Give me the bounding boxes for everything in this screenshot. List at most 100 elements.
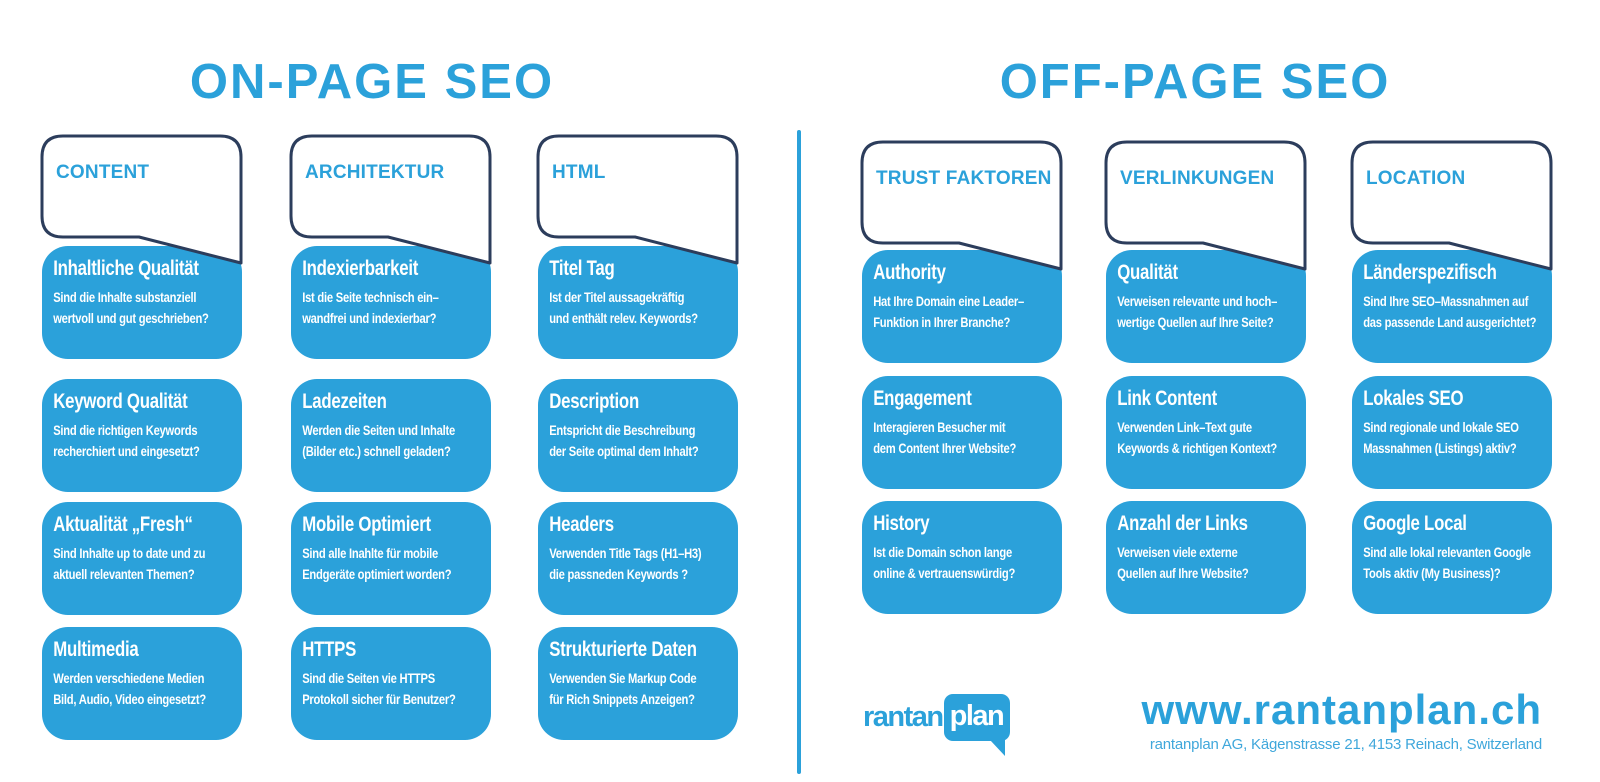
card-inhaltliche-qualitaet: Inhaltliche Qualität Sind die Inhalte su… (42, 246, 242, 359)
speech-bubble-icon (289, 134, 492, 265)
card-title: Aktualität „Fresh“ (53, 513, 193, 536)
card-text-line: aktuell relevanten Themen? (53, 566, 195, 582)
card-text-line: Hat Ihre Domain eine Leader– (873, 293, 1024, 309)
speech-bubble-icon (860, 140, 1063, 271)
column-trust-faktoren: TRUST FAKTOREN Authority Hat Ihre Domain… (860, 0, 1064, 782)
card-title: Strukturierte Daten (549, 638, 697, 661)
speech-bubble-header: HTML (536, 134, 740, 268)
card-text-line: Ist die Domain schon lange (873, 544, 1012, 560)
card-text-line: wertige Quellen auf Ihre Seite? (1117, 314, 1274, 330)
card-text-line: Sind alle lokal relevanten Google (1363, 544, 1531, 560)
card-title: Headers (549, 513, 614, 536)
column-html: HTML Titel Tag Ist der Titel aussagekräf… (536, 0, 740, 782)
column-header-label: ARCHITEKTUR (305, 162, 445, 183)
speech-bubble-icon (536, 134, 739, 265)
card-title: Inhaltliche Qualität (53, 257, 199, 280)
vertical-divider (797, 130, 801, 774)
card-text-line: Massnahmen (Listings) aktiv? (1363, 440, 1517, 456)
card-headers: Headers Verwenden Title Tags (H1–H3) die… (538, 502, 738, 615)
website-link[interactable]: www.rantanplan.ch (1141, 686, 1542, 733)
card-title: Mobile Optimiert (302, 513, 431, 536)
rantanplan-logo: rantan plan (863, 694, 1011, 756)
card-title: Engagement (873, 387, 972, 410)
card-multimedia: Multimedia Werden verschiedene Medien Bi… (42, 627, 242, 740)
speech-bubble-header: VERLINKUNGEN (1104, 140, 1308, 274)
speech-bubble-icon (40, 134, 243, 265)
card-google-local: Google Local Sind alle lokal relevanten … (1352, 501, 1552, 614)
card-text-line: Entspricht die Beschreibung (549, 422, 696, 438)
card-keyword-qualitaet: Keyword Qualität Sind die richtigen Keyw… (42, 379, 242, 492)
card-title: HTTPS (302, 638, 357, 661)
card-lokales-seo: Lokales SEO Sind regionale und lokale SE… (1352, 376, 1552, 489)
speech-bubble-header: TRUST FAKTOREN (860, 140, 1064, 274)
column-location: LOCATION Länderspezifisch Sind Ihre SEO–… (1350, 0, 1554, 782)
card-text-line: online & vertrauenswürdig? (873, 565, 1016, 581)
card-engagement: Engagement Interagieren Besucher mit dem… (862, 376, 1062, 489)
card-aktualitaet-fresh: Aktualität „Fresh“ Sind Inhalte up to da… (42, 502, 242, 615)
column-header-label: VERLINKUNGEN (1120, 168, 1275, 189)
card-text-line: Ist die Seite technisch ein– (302, 289, 439, 305)
company-address: rantanplan AG, Kägenstrasse 21, 4153 Rei… (1149, 736, 1542, 753)
card-text-line: der Seite optimal dem Inhalt? (549, 443, 699, 459)
card-title: Titel Tag (549, 257, 615, 280)
card-anzahl-der-links: Anzahl der Links Verweisen viele externe… (1106, 501, 1306, 614)
card-text-line: und enthält relev. Keywords? (549, 310, 698, 326)
card-text-line: Sind die Inhalte substanziell (53, 289, 197, 305)
speech-bubble-icon (1350, 140, 1553, 271)
card-text-line: Werden verschiedene Medien (53, 670, 205, 686)
card-text-line: (Bilder etc.) schnell geladen? (302, 443, 451, 459)
logo-text: rantan (863, 701, 944, 733)
card-authority: Authority Hat Ihre Domain eine Leader– F… (862, 250, 1062, 363)
card-text-line: recherchiert und eingesetzt? (53, 443, 200, 459)
card-text-line: Quellen auf Ihre Website? (1117, 565, 1249, 581)
card-description: Description Entspricht die Beschreibung … (538, 379, 738, 492)
card-text-line: Interagieren Besucher mit (873, 419, 1006, 435)
card-text-line: für Rich Snippets Anzeigen? (549, 691, 695, 707)
card-title: Qualität (1117, 261, 1178, 284)
card-mobile-optimiert: Mobile Optimiert Sind alle Inahlte für m… (291, 502, 491, 615)
card-text-line: Sind die richtigen Keywords (53, 422, 198, 438)
column-header-label: CONTENT (56, 162, 150, 183)
card-text-line: das passende Land ausgerichtet? (1363, 314, 1537, 330)
column-content: CONTENT Inhaltliche Qualität Sind die In… (40, 0, 244, 782)
card-https: HTTPS Sind die Seiten vie HTTPS Protokol… (291, 627, 491, 740)
column-verlinkungen: VERLINKUNGEN Qualität Verweisen relevant… (1104, 0, 1308, 782)
column-header-label: HTML (552, 162, 606, 183)
column-architektur: ARCHITEKTUR Indexierbarkeit Ist die Seit… (289, 0, 493, 782)
card-text-line: Verwenden Title Tags (H1–H3) (549, 545, 702, 561)
card-text-line: Keywords & richtigen Kontext? (1117, 440, 1278, 456)
card-text-line: Werden die Seiten und Inhalte (302, 422, 455, 438)
card-text-line: Funktion in Ihrer Branche? (873, 314, 1011, 330)
card-text-line: Sind Inhalte up to date und zu (53, 545, 206, 561)
card-text-line: Bild, Audio, Video eingesetzt? (53, 691, 206, 707)
card-text-line: Sind Ihre SEO–Massnahmen auf (1363, 293, 1529, 309)
card-title: Keyword Qualität (53, 390, 188, 413)
card-title: Indexierbarkeit (302, 257, 419, 280)
card-title: Ladezeiten (302, 390, 387, 413)
card-text-line: Verwenden Sie Markup Code (549, 670, 697, 686)
card-text-line: wertvoll und gut geschrieben? (53, 310, 209, 326)
card-title: Länderspezifisch (1363, 261, 1497, 284)
column-header-label: LOCATION (1366, 168, 1466, 189)
card-indexierbarkeit: Indexierbarkeit Ist die Seite technisch … (291, 246, 491, 359)
card-qualitaet: Qualität Verweisen relevante und hoch– w… (1106, 250, 1306, 363)
card-text-line: Endgeräte optimiert worden? (302, 566, 452, 582)
card-strukturierte-daten: Strukturierte Daten Verwenden Sie Markup… (538, 627, 738, 740)
card-title: History (873, 512, 930, 535)
card-text-line: Tools aktiv (My Business)? (1363, 565, 1501, 581)
card-link-content: Link Content Verwenden Link–Text gute Ke… (1106, 376, 1306, 489)
card-history: History Ist die Domain schon lange onlin… (862, 501, 1062, 614)
card-text-line: wandfrei und indexierbar? (302, 310, 437, 326)
card-title: Description (549, 390, 639, 413)
card-text-line: Verwenden Link–Text gute (1117, 419, 1252, 435)
speech-bubble-header: LOCATION (1350, 140, 1554, 274)
card-text-line: dem Content Ihrer Website? (873, 440, 1017, 456)
card-text-line: Verweisen viele externe (1117, 544, 1238, 560)
card-text-line: Sind alle Inahlte für mobile (302, 545, 438, 561)
card-text-line: Verweisen relevante und hoch– (1117, 293, 1278, 309)
card-text-line: Ist der Titel aussagekräftig (549, 289, 685, 305)
card-title: Authority (873, 261, 946, 284)
card-ladezeiten: Ladezeiten Werden die Seiten und Inhalte… (291, 379, 491, 492)
speech-bubble-header: ARCHITEKTUR (289, 134, 493, 268)
card-text-line: Protokoll sicher für Benutzer? (302, 691, 456, 707)
